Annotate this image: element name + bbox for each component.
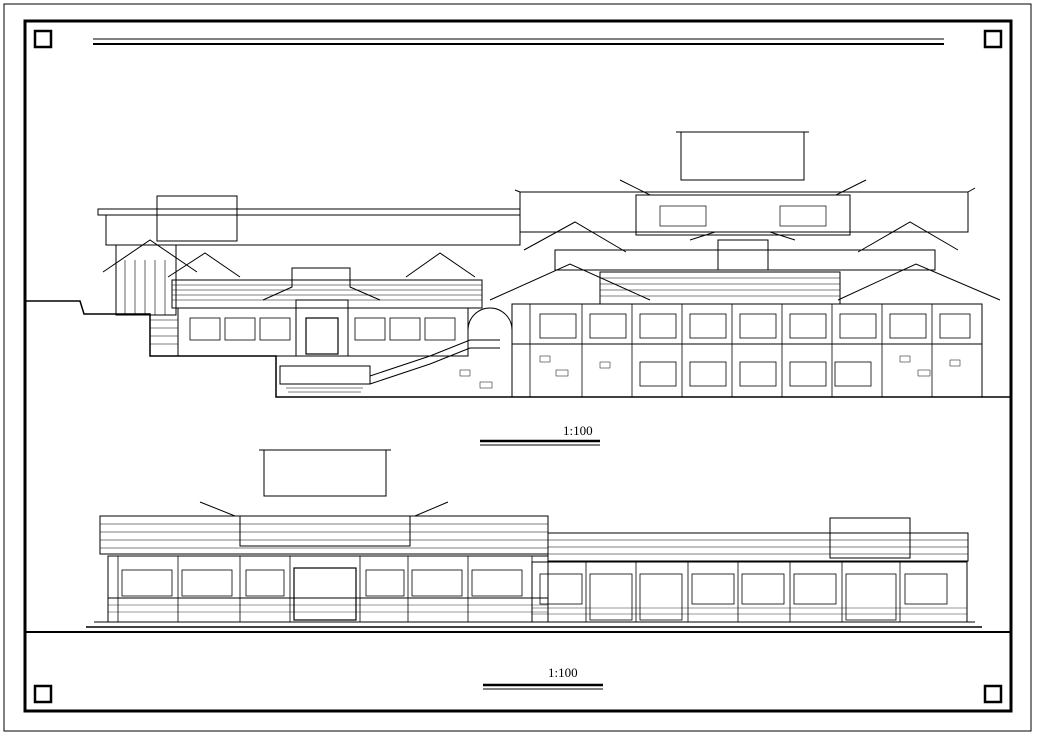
upper-left-windows [189,317,456,341]
title-rule [93,38,944,45]
corner-marks [33,29,1003,704]
outer-frame [3,3,1032,732]
scale-bar-upper [480,439,600,446]
inner-frame [23,19,1013,713]
scale-bar-lower [483,683,603,690]
lower-scale-label: 1:100 [548,665,578,680]
upper-right-windows [539,313,971,387]
lower-elevation [86,449,982,628]
upper-elevation [25,131,1011,398]
upper-scale-label: 1:100 [563,423,593,438]
lower-right-windows [539,573,948,621]
lower-left-windows [121,569,523,597]
